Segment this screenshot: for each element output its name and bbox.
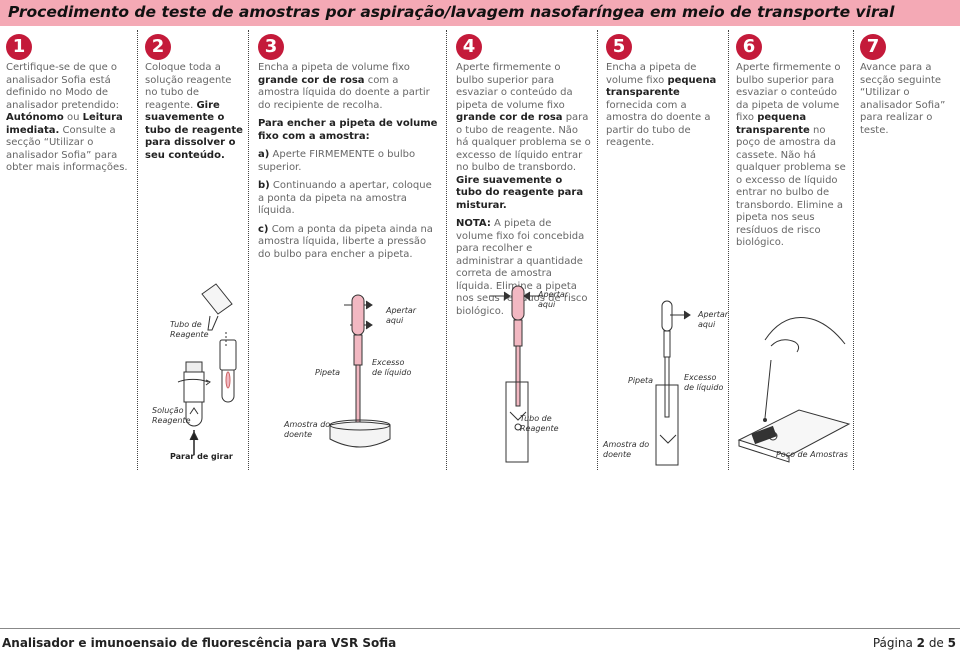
reagent-tube-illustration xyxy=(177,283,237,455)
step-number: 7 xyxy=(860,34,886,60)
step-1: 1 Certifique-se de que o analisador Sofi… xyxy=(6,34,131,175)
step-text: Certifique-se de que o analisador Sofia … xyxy=(6,62,128,173)
caption-parar-girar: Parar de girar xyxy=(170,452,233,461)
step-number: 2 xyxy=(145,34,171,60)
caption-pipeta-5: Pipeta xyxy=(628,376,654,385)
step-2: 2 Coloque toda a solução reagente no tub… xyxy=(145,34,243,162)
divider xyxy=(853,30,854,470)
item-a: a) Aperte FIRMEMENTE o bulbo superior. xyxy=(258,149,416,173)
sub-heading: Para encher a pipeta de volume fixo com … xyxy=(258,118,438,142)
small-pipette-illustration xyxy=(655,300,691,466)
step-number: 3 xyxy=(258,34,284,60)
step-text: Encha a pipeta de volume fixo pequena tr… xyxy=(606,62,717,148)
divider xyxy=(137,30,138,470)
title-bar: Procedimento de teste de amostras por as… xyxy=(0,0,960,26)
item-b: b) Continuando a apertar, coloque a pont… xyxy=(258,180,432,216)
caption-apertar-aqui-4: Apertar aqui xyxy=(538,290,569,309)
caption-solucao-reagente: Solução Reagente xyxy=(152,406,191,425)
step-text: Encha a pipeta de volume fixo grande cor… xyxy=(258,62,438,261)
caption-amostra-doente-5: Amostra do doente xyxy=(603,440,650,459)
item-c: c) Com a ponta da pipeta ainda na amostr… xyxy=(258,223,433,260)
step-5: 5 Encha a pipeta de volume fixo pequena … xyxy=(606,34,721,150)
step-text: Coloque toda a solução reagente no tubo … xyxy=(145,62,243,161)
caption-pipeta: Pipeta xyxy=(315,368,341,377)
step-number: 1 xyxy=(6,34,32,60)
page-title: Procedimento de teste de amostras por as… xyxy=(8,3,895,21)
divider xyxy=(597,30,598,470)
step-7: 7 Avance para a secção seguinte “Utiliza… xyxy=(860,34,955,137)
step-6: 6 Aperte firmemente o bulbo superior par… xyxy=(736,34,848,250)
page-number: Página 2 de 5 xyxy=(872,636,956,650)
footer-title: Analisador e imunoensaio de fluorescênci… xyxy=(2,636,397,650)
step-3: 3 Encha a pipeta de volume fixo grande c… xyxy=(258,34,438,267)
footer-divider xyxy=(0,628,960,629)
caption-poco-amostras: Poço de Amostras xyxy=(776,450,848,459)
caption-apertar-aqui-5: Apertar aqui xyxy=(698,310,729,329)
caption-excesso-liquido: Excesso de líquido xyxy=(372,358,412,377)
step-4: 4 Aperte firmemente o bulbo superior par… xyxy=(456,34,591,324)
pipette-sample-illustration xyxy=(329,294,391,448)
divider xyxy=(446,30,447,470)
step-number: 5 xyxy=(606,34,632,60)
caption-tubo-reagente: Tubo de Reagente xyxy=(170,320,209,339)
step-text: Aperte firmemente o bulbo superior para … xyxy=(736,62,846,248)
divider xyxy=(248,30,249,470)
step-intro: Encha a pipeta de volume fixo grande cor… xyxy=(258,62,430,111)
step-text: Aperte firmemente o bulbo superior para … xyxy=(456,62,591,318)
caption-amostra-doente: Amostra do doente xyxy=(284,420,331,439)
step-number: 4 xyxy=(456,34,482,60)
divider xyxy=(728,30,729,470)
pipette-tube-illustration xyxy=(490,285,540,463)
caption-tubo-reagente-4: Tubo de Reagente xyxy=(520,414,559,433)
cassette-illustration xyxy=(737,317,851,463)
step-text: Avance para a secção seguinte “Utilizar … xyxy=(860,62,946,136)
caption-excesso-liquido-5: Excesso de líquido xyxy=(684,373,724,392)
caption-apertar-aqui: Apertar aqui xyxy=(386,306,417,325)
step-number: 6 xyxy=(736,34,762,60)
step-body: Aperte firmemente o bulbo superior para … xyxy=(456,62,591,211)
